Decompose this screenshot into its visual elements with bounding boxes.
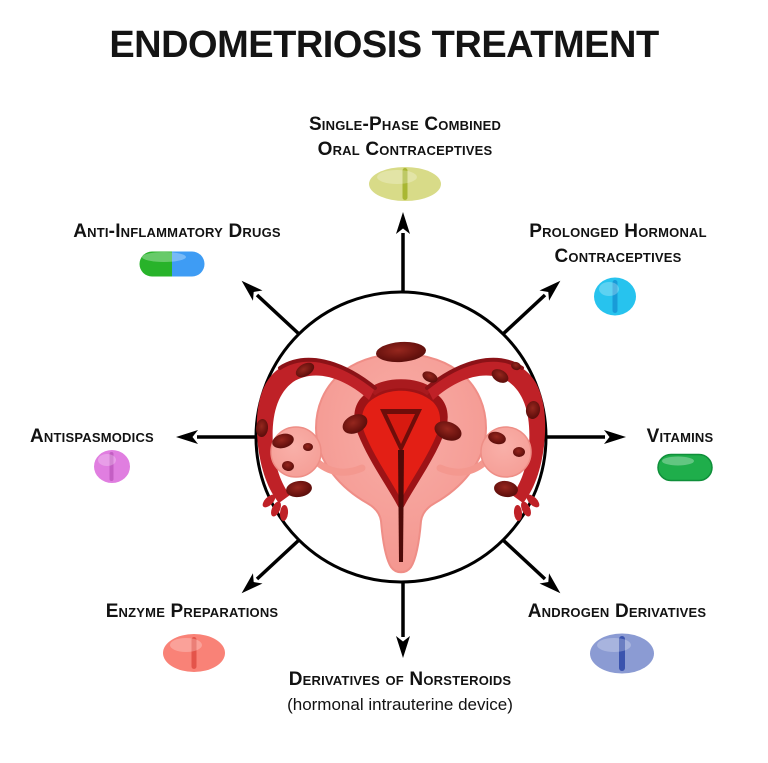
ovarian-ligament-left bbox=[312, 457, 366, 476]
label-derivatives-of-norsteroids: Derivatives of Norsteroids (hormonal int… bbox=[240, 667, 560, 717]
ovary-left bbox=[270, 426, 322, 478]
fimbriae-right bbox=[513, 494, 540, 521]
lesion bbox=[295, 362, 315, 378]
lesion bbox=[491, 369, 509, 383]
label-line: Antispasmodics bbox=[30, 426, 154, 447]
uterine-cavity-inner bbox=[387, 414, 415, 444]
arrow-down-left bbox=[241, 538, 301, 594]
page-title: ENDOMETRIOSIS TREATMENT bbox=[109, 24, 659, 66]
pill-highlight bbox=[142, 252, 186, 262]
label-vitamins: Vitamins bbox=[600, 424, 760, 449]
lesion bbox=[272, 433, 294, 449]
arrows bbox=[176, 212, 626, 658]
lesion bbox=[494, 480, 518, 498]
label-line: Derivatives of Norsteroids bbox=[288, 669, 512, 690]
pill-score-line bbox=[612, 280, 618, 313]
endometriosis-lesions bbox=[255, 341, 541, 498]
capsule-pill-icon bbox=[139, 251, 205, 277]
lesion bbox=[303, 443, 313, 451]
label-line: Androgen Derivatives bbox=[527, 601, 707, 622]
lesion bbox=[434, 421, 462, 441]
label-antispasmodics: Antispasmodics bbox=[30, 424, 250, 449]
label-anti-inflammatory-drugs: Anti-Inflammatory Drugs bbox=[27, 219, 327, 244]
pill-highlight bbox=[98, 454, 116, 466]
pill-highlight bbox=[599, 282, 619, 296]
pill-highlight bbox=[662, 456, 694, 466]
lesion bbox=[511, 361, 521, 371]
arrow-down-right bbox=[501, 538, 561, 594]
pill-highlight bbox=[597, 638, 631, 652]
round-pill-icon bbox=[594, 277, 636, 316]
label-subline: (hormonal intrauterine device) bbox=[287, 695, 513, 714]
cervical-canal bbox=[398, 450, 404, 562]
lesion bbox=[525, 401, 541, 419]
lesion bbox=[376, 341, 426, 363]
pill-score-line bbox=[619, 636, 625, 671]
label-prolonged-hormonal-contraceptives: Prolonged Hormonal Contraceptives bbox=[468, 219, 768, 269]
pill-highlight bbox=[377, 170, 417, 184]
pill-score-line bbox=[191, 637, 197, 669]
lesion bbox=[422, 371, 438, 383]
lesion bbox=[255, 419, 269, 437]
ovarian-ligament-right bbox=[436, 457, 490, 476]
oval-pill-icon bbox=[369, 167, 441, 201]
label-line: Enzyme Preparations bbox=[105, 601, 279, 622]
pill-body bbox=[657, 453, 713, 482]
pill-highlight bbox=[170, 638, 202, 652]
pill-score-line bbox=[402, 168, 408, 200]
label-line: Vitamins bbox=[646, 426, 714, 447]
lesion bbox=[282, 460, 294, 472]
label-enzyme-preparations: Enzyme Preparations bbox=[42, 599, 342, 624]
label-line: Prolonged Hormonal bbox=[529, 221, 707, 242]
label-line: Contraceptives bbox=[554, 246, 682, 267]
lesion bbox=[513, 447, 525, 457]
oval-pill-icon bbox=[590, 633, 654, 674]
arrow-up-left bbox=[241, 280, 301, 336]
label-line: Single-Phase Combined bbox=[308, 114, 502, 135]
pill-left-half bbox=[139, 251, 172, 277]
label-single-phase-combined-oral-contraceptives: Single-Phase Combined Oral Contraceptive… bbox=[250, 112, 560, 162]
round-pill-icon bbox=[94, 450, 130, 483]
lesion bbox=[342, 414, 368, 434]
label-androgen-derivatives: Androgen Derivatives bbox=[467, 599, 767, 624]
fallopian-tube-left-edge bbox=[278, 357, 377, 390]
label-line: Oral Contraceptives bbox=[317, 139, 493, 160]
lesion bbox=[488, 431, 506, 445]
fimbriae-left bbox=[262, 494, 289, 521]
arrow-up-right bbox=[501, 280, 561, 336]
pill-right-half bbox=[172, 251, 205, 277]
lesion bbox=[286, 480, 312, 498]
uterus-illustration bbox=[255, 341, 546, 574]
label-line: Anti-Inflammatory Drugs bbox=[73, 221, 281, 242]
pill-score-line bbox=[109, 452, 114, 481]
oval-pill-icon bbox=[163, 634, 225, 672]
capsule-pill-icon bbox=[657, 453, 713, 482]
